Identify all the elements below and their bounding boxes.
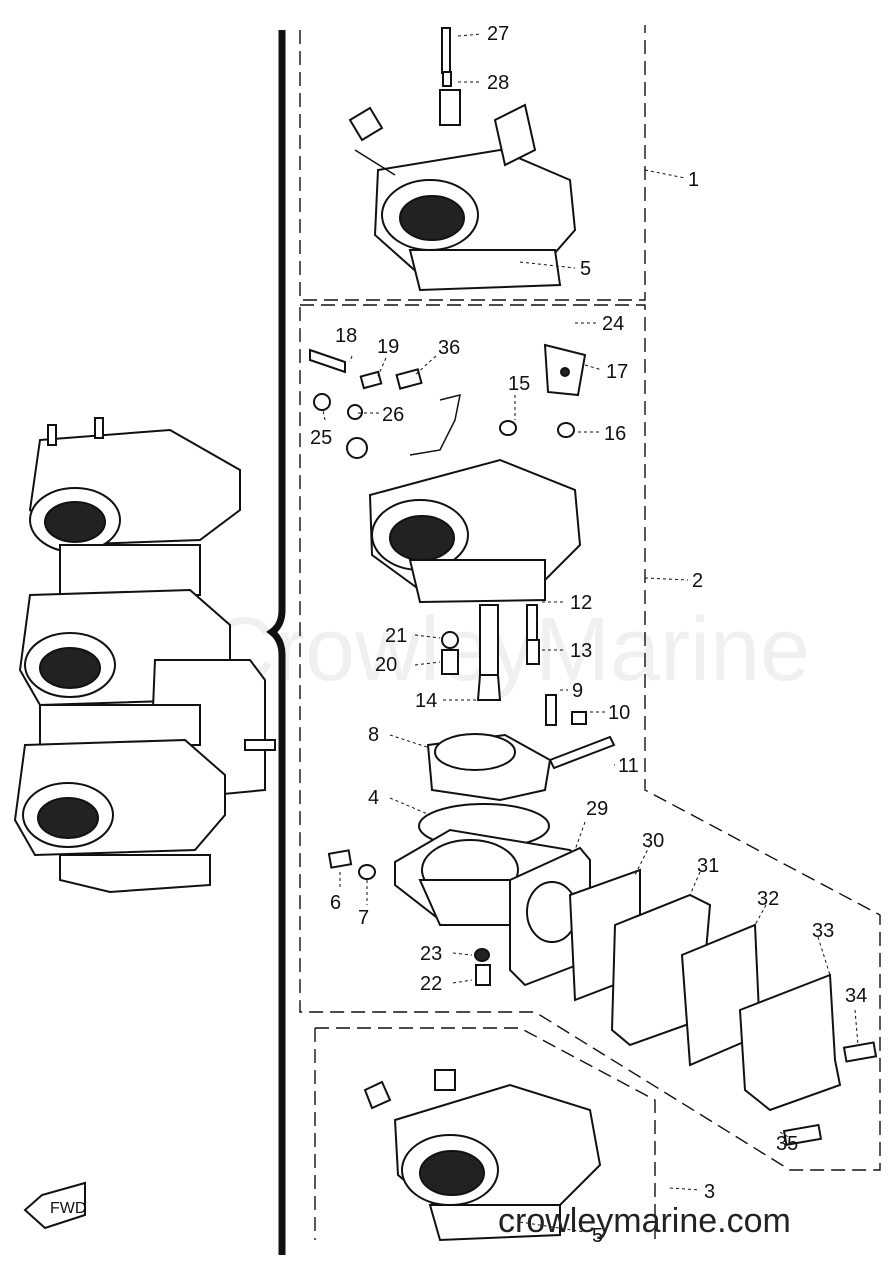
callout-12: 12 (570, 592, 592, 614)
callout-31: 31 (697, 855, 719, 877)
callout-3: 3 (704, 1181, 715, 1203)
callout-8: 8 (368, 724, 379, 746)
assembled-carburetor-stack (13, 417, 276, 894)
watermark: CrowleyMarine (210, 600, 810, 700)
callout-22: 22 (420, 973, 442, 995)
callout-34: 34 (845, 985, 867, 1007)
callout-23: 23 (420, 943, 442, 965)
callout-7: 7 (358, 907, 369, 929)
callout-29: 29 (586, 798, 608, 820)
callout-2: 2 (692, 570, 703, 592)
callout-32: 32 (757, 888, 779, 910)
callout-17: 17 (606, 361, 628, 383)
carburetor-assembly-1 (348, 27, 577, 292)
callout-5-top: 5 (580, 258, 591, 280)
callout-19: 19 (377, 336, 399, 358)
callout-20: 20 (375, 654, 397, 676)
assembly-brace (266, 30, 286, 1255)
callout-11: 11 (618, 755, 639, 777)
fwd-arrow-badge: FWD (23, 1181, 86, 1230)
callout-33: 33 (812, 920, 834, 942)
callout-14: 14 (415, 690, 437, 712)
callout-leader-lines (322, 33, 859, 1233)
carburetor-assembly-3 (363, 1069, 602, 1242)
site-url: crowleymarine.com (498, 1202, 791, 1240)
callout-1: 1 (688, 169, 699, 191)
fwd-label: FWD (50, 1200, 86, 1217)
callout-21: 21 (385, 625, 407, 647)
callout-27: 27 (487, 23, 509, 45)
callout-5-bottom: 5 (592, 1225, 603, 1247)
callout-24: 24 (602, 313, 624, 335)
callout-26: 26 (382, 404, 404, 426)
callout-15: 15 (508, 373, 530, 395)
callout-36: 36 (438, 337, 460, 359)
fuel-pump-assembly (509, 846, 878, 1147)
callout-35: 35 (776, 1133, 798, 1155)
callout-16: 16 (604, 423, 626, 445)
callout-30: 30 (642, 830, 664, 852)
group-boundary-lines (299, 25, 881, 1240)
callout-6: 6 (330, 892, 341, 914)
callout-25: 25 (310, 427, 332, 449)
callout-28: 28 (487, 72, 509, 94)
callout-4: 4 (368, 787, 379, 809)
callout-18: 18 (335, 325, 357, 347)
callout-10: 10 (608, 702, 630, 724)
callout-13: 13 (570, 640, 592, 662)
callout-labels: 27 28 1 5 24 17 16 15 18 19 36 26 25 2 1… (310, 23, 867, 1247)
callout-9: 9 (572, 680, 583, 702)
